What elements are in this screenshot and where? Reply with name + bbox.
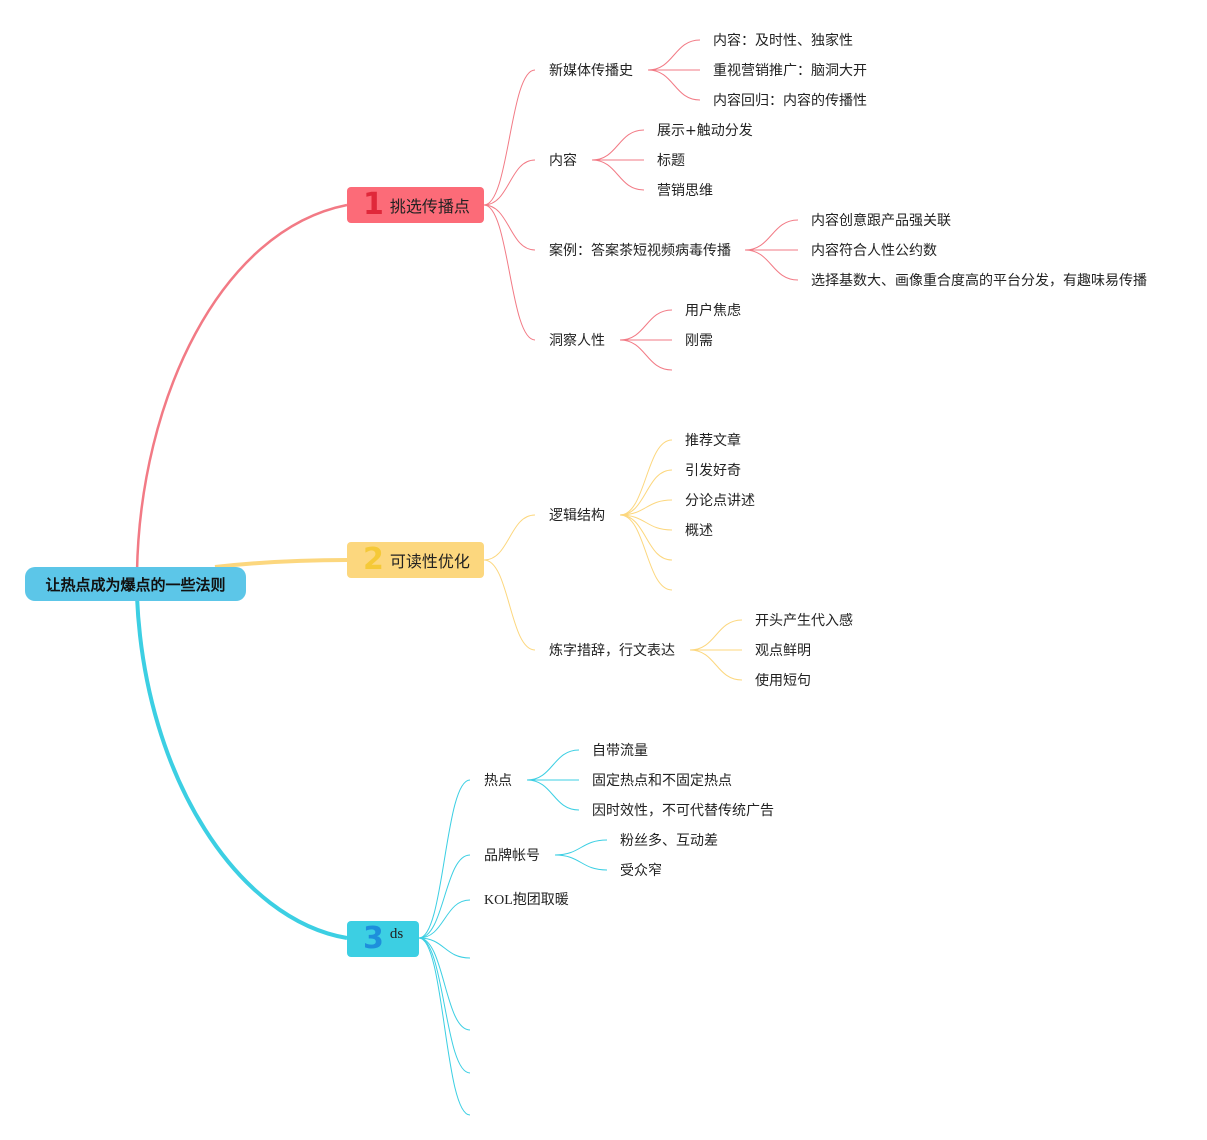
branch-number-2: 2 <box>363 542 384 577</box>
root-topic-label: 让热点成为爆点的一些法则 <box>45 575 226 594</box>
connector-line <box>591 129 645 161</box>
connector-line <box>483 159 536 206</box>
subtopic[interactable]: 内容回归：内容的传播性 <box>713 93 867 109</box>
connector-line <box>591 159 645 191</box>
subtopic[interactable]: 内容：及时性、独家性 <box>713 33 853 49</box>
connector-line <box>483 69 536 206</box>
branch-node-1[interactable]: 1 挑选传播点 <box>347 187 484 223</box>
connector-line <box>418 899 471 939</box>
subtopic[interactable]: 因时效性，不可代替传统广告 <box>592 803 774 819</box>
topic-logic-structure[interactable]: 逻辑结构 <box>549 508 605 524</box>
connector-line <box>647 69 701 101</box>
connector-line <box>554 854 608 871</box>
branch-node-3[interactable]: 3 ds <box>347 921 419 957</box>
root-topic[interactable]: 让热点成为爆点的一些法则 <box>25 567 246 601</box>
connector-line <box>483 204 536 341</box>
connector-line <box>418 779 471 939</box>
subtopic[interactable]: 粉丝多、互动差 <box>620 833 718 849</box>
connector-line <box>418 854 471 939</box>
subtopic[interactable]: 营销思维 <box>657 183 713 199</box>
subtopic[interactable]: 内容创意跟产品强关联 <box>811 213 951 229</box>
connector-line <box>418 937 471 1074</box>
root-to-branch2-line <box>214 558 348 569</box>
connector-line <box>619 309 673 341</box>
root-to-branch3-line <box>135 596 348 940</box>
subtopic[interactable]: 用户焦虑 <box>685 303 741 319</box>
subtopic[interactable]: 受众窄 <box>620 863 662 879</box>
branch-label-1: 挑选传播点 <box>389 197 470 216</box>
subtopic[interactable]: 标题 <box>657 153 685 169</box>
connector-line <box>619 439 673 516</box>
topic-kol[interactable]: KOL抱团取暖 <box>484 893 569 908</box>
subtopic[interactable]: 开头产生代入感 <box>755 613 853 629</box>
topic-new-media-history[interactable]: 新媒体传播史 <box>549 63 633 79</box>
connector-line <box>744 219 799 251</box>
connector-line <box>619 514 673 531</box>
subtopic[interactable]: 推荐文章 <box>685 433 741 449</box>
subtopic[interactable]: 重视营销推广：脑洞大开 <box>713 63 867 79</box>
connector-line <box>689 649 743 681</box>
connector-line <box>483 514 536 561</box>
connector-line <box>418 937 471 1031</box>
subtopic[interactable]: 选择基数大、画像重合度高的平台分发，有趣味易传播 <box>811 273 1147 289</box>
branch-label-3: ds <box>389 926 404 942</box>
subtopic[interactable]: 展示+触动分发 <box>657 123 753 139</box>
subtopic[interactable]: 分论点讲述 <box>685 493 755 509</box>
topic-case-study[interactable]: 案例：答案茶短视频病毒传播 <box>549 243 731 259</box>
subtopic[interactable]: 引发好奇 <box>685 463 741 479</box>
connector-line <box>554 839 608 856</box>
topic-human-insight[interactable]: 洞察人性 <box>549 333 605 349</box>
connector-line <box>619 514 673 591</box>
connector-line <box>526 779 580 811</box>
branch-number-1: 1 <box>363 187 384 222</box>
topic-content[interactable]: 内容 <box>549 153 577 169</box>
topic-brand-account[interactable]: 品牌帐号 <box>484 848 540 864</box>
root-to-branch1-line <box>135 203 348 573</box>
branch-label-2: 可读性优化 <box>389 552 470 571</box>
subtopic[interactable]: 自带流量 <box>592 743 648 759</box>
connector-line <box>619 514 673 561</box>
subtopic[interactable]: 刚需 <box>685 333 713 349</box>
connector-line <box>483 559 536 651</box>
connector-line <box>526 749 580 781</box>
branch-number-3: 3 <box>363 921 384 956</box>
subtopic[interactable]: 观点鲜明 <box>755 643 811 659</box>
subtopic[interactable]: 使用短句 <box>755 673 811 689</box>
connector-line <box>744 249 799 281</box>
connector-line <box>483 204 536 251</box>
connector-line <box>619 339 673 371</box>
connector-line <box>619 469 673 516</box>
topic-hotspot[interactable]: 热点 <box>484 773 512 789</box>
branch-node-2[interactable]: 2 可读性优化 <box>347 542 484 578</box>
connector-line <box>619 499 673 516</box>
connector-line <box>418 937 471 1116</box>
connector-line <box>647 39 701 71</box>
subtopic[interactable]: 内容符合人性公约数 <box>811 243 937 259</box>
connector-line <box>689 619 743 651</box>
topic-wording[interactable]: 炼字措辞，行文表达 <box>549 643 675 659</box>
subtopic[interactable]: 概述 <box>685 523 713 539</box>
subtopic[interactable]: 固定热点和不固定热点 <box>592 773 732 789</box>
connector-line <box>418 937 471 959</box>
